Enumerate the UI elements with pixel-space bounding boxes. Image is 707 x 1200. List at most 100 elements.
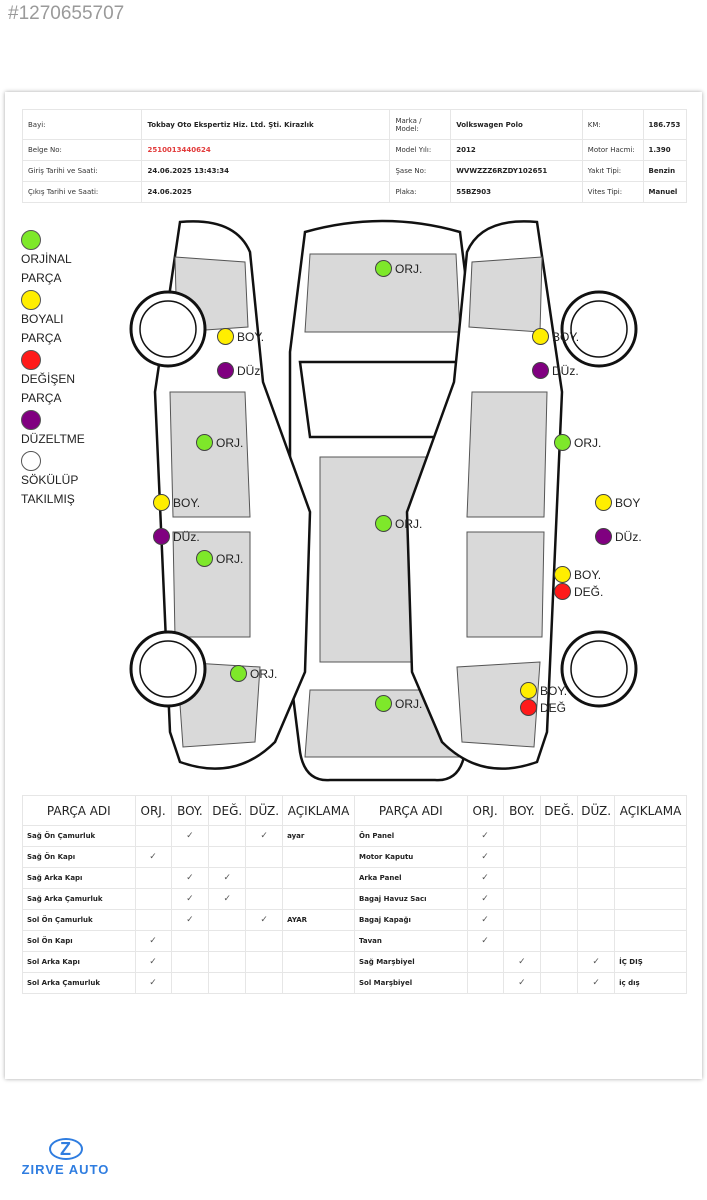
column-header: DEĞ. [540, 795, 579, 826]
status-dot-icon [532, 362, 549, 379]
info-label: KM: [581, 109, 644, 140]
cell-orj: ✓ [466, 930, 504, 952]
cell-orj: ✓ [134, 846, 172, 868]
logo-name: ZIRVE AUTO [21, 1162, 110, 1177]
cell-note [282, 930, 355, 952]
cell-note: ayar [282, 825, 355, 847]
damage-marker-r-sill-duz: DÜz. [595, 528, 642, 545]
legend-item: BOYALI PARÇA [21, 290, 91, 348]
cell-duz: ✓ [245, 909, 284, 931]
damage-marker-lr-door: ORJ. [196, 550, 243, 567]
damage-marker-rr-door-deg: DEĞ. [554, 583, 603, 600]
cell-name: Sağ Ön Çamurluk [22, 825, 136, 847]
table-row: Sağ Arka Çamurluk✓✓ [22, 888, 355, 910]
table-row: Tavan✓ [354, 930, 687, 952]
table-row: Bagaj Havuz Sacı✓ [354, 888, 687, 910]
wheel-left-rear [129, 630, 207, 708]
status-dot-icon [375, 515, 392, 532]
cell-deg [540, 930, 579, 952]
marker-label: ORJ. [395, 696, 423, 711]
marker-label: DÜz. [552, 363, 579, 378]
zirve-auto-logo: Z ZIRVE AUTO [18, 1138, 113, 1177]
cell-note [282, 867, 355, 889]
info-value: Manuel [642, 181, 688, 203]
legend-color-dot-icon [21, 350, 41, 370]
marker-label: ORJ. [574, 435, 602, 450]
column-header: BOY. [502, 795, 542, 826]
cell-boy: ✓ [170, 909, 210, 931]
cell-name: Bagaj Kapağı [354, 909, 468, 931]
damage-marker-trunk: ORJ. [375, 695, 422, 712]
marker-label: DEĞ. [574, 584, 604, 599]
expertise-report: Bayi:Tokbay Oto Ekspertiz Hiz. Ltd. Şti.… [5, 92, 702, 1079]
status-dot-icon [595, 494, 612, 511]
info-label: Motor Hacmi: [581, 139, 644, 161]
cell-name: Arka Panel [354, 867, 468, 889]
legend-color-dot-icon [21, 451, 41, 471]
legend-label: BOYALI PARÇA [21, 312, 64, 345]
cell-note: iç dış [614, 972, 687, 994]
cell-duz [245, 951, 284, 973]
damage-marker-lr-fender: ORJ. [230, 665, 277, 682]
cell-name: Sol Ön Çamurluk [22, 909, 136, 931]
damage-marker-rr-fender-boy: BOY. [520, 682, 567, 699]
damage-marker-r-sill-boy: BOY [595, 494, 640, 511]
marker-label: BOY. [237, 329, 265, 344]
cell-duz [245, 846, 284, 868]
marker-label: BOY. [552, 329, 580, 344]
cell-name: Sağ Arka Çamurluk [22, 888, 136, 910]
info-label: Giriş Tarihi ve Saati: [21, 160, 143, 182]
status-dot-icon [554, 434, 571, 451]
cell-boy [170, 930, 210, 952]
marker-label: DÜz. [615, 529, 642, 544]
cell-note [614, 930, 687, 952]
info-value: 2510013440624 [141, 139, 391, 161]
table-row: Arka Panel✓ [354, 867, 687, 889]
status-dot-icon [532, 328, 549, 345]
legend-label: ORJİNAL PARÇA [21, 252, 72, 285]
marker-label: BOY. [540, 683, 568, 698]
info-value: WVWZZZ6RZDY102651 [450, 160, 583, 182]
status-dot-icon [153, 528, 170, 545]
info-value: Volkswagen Polo [450, 109, 583, 140]
cell-note [282, 888, 355, 910]
cell-deg [208, 909, 247, 931]
cell-boy: ✓ [170, 867, 210, 889]
cell-orj [134, 867, 172, 889]
wheel-left-front [129, 290, 207, 368]
info-row: Bayi:Tokbay Oto Ekspertiz Hiz. Ltd. Şti.… [21, 109, 688, 140]
cell-name: Bagaj Havuz Sacı [354, 888, 468, 910]
cell-deg [540, 972, 579, 994]
legend-label: DÜZELTME [21, 432, 85, 446]
status-dot-icon [520, 682, 537, 699]
info-label: Çıkış Tarihi ve Saati: [21, 181, 143, 203]
damage-marker-lf-fender-duz: DÜz. [217, 362, 264, 379]
cell-deg [208, 951, 247, 973]
status-dot-icon [196, 550, 213, 567]
table-row: Ön Panel✓ [354, 825, 687, 847]
cell-deg [208, 825, 247, 847]
cell-note [282, 846, 355, 868]
cell-boy [502, 846, 542, 868]
logo-mark: Z [48, 1138, 83, 1160]
cell-orj: ✓ [466, 888, 504, 910]
cell-boy [502, 909, 542, 931]
legend-label: SÖKÜLÜP TAKILMIŞ [21, 473, 79, 506]
marker-label: ORJ. [250, 666, 278, 681]
cell-orj [466, 972, 504, 994]
cell-duz: ✓ [577, 972, 616, 994]
info-value: 2012 [450, 139, 583, 161]
cell-deg: ✓ [208, 888, 247, 910]
legend-item: DÜZELTME [21, 410, 91, 449]
cell-note [614, 825, 687, 847]
cell-deg [540, 909, 579, 931]
cell-name: Sağ Ön Kapı [22, 846, 136, 868]
cell-duz [245, 867, 284, 889]
damage-marker-rr-door-boy: BOY. [554, 566, 601, 583]
column-header: DÜZ. [245, 795, 284, 826]
table-row: Sol Arka Kapı✓ [22, 951, 355, 973]
status-dot-icon [554, 583, 571, 600]
info-value: 55BZ903 [450, 181, 583, 203]
